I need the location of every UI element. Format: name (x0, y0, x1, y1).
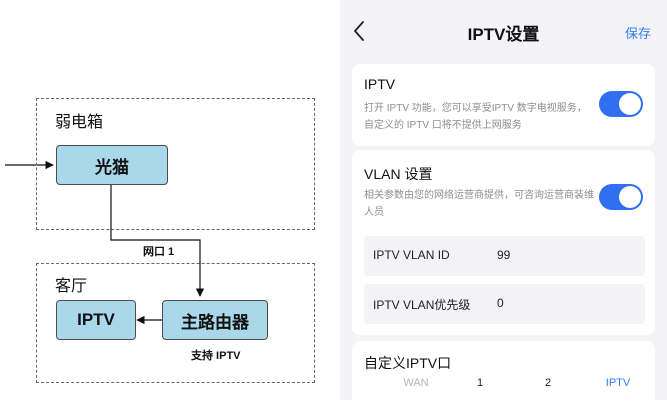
zone-box-top (36, 98, 315, 230)
iptv-card: IPTV 打开 IPTV 功能，您可以享受IPTV 数字电视服务，自定义的 IP… (352, 64, 655, 146)
save-button[interactable]: 保存 (624, 26, 651, 41)
link-label: 网口 1 (143, 246, 175, 258)
vlan-card: VLAN 设置 相关参数由您的网络运营商提供，可咨询运营商装维人员 IPTV V… (352, 150, 655, 335)
vlan-id-row[interactable]: IPTV VLAN ID 99 (364, 236, 645, 276)
port-option-2[interactable]: 2 (544, 377, 552, 389)
toggle-knob (619, 186, 641, 208)
vlan-title: VLAN 设置 (364, 166, 433, 182)
diagram-connectors (5, 160, 205, 325)
vlan-toggle[interactable] (599, 184, 643, 210)
back-button[interactable] (348, 17, 372, 45)
iptv-node: IPTV (56, 300, 136, 340)
port-option-wan[interactable]: WAN (403, 377, 429, 389)
iptv-desc: 打开 IPTV 功能，您可以享受IPTV 数字电视服务，自定义的 IPTV 口将… (364, 103, 587, 131)
chevron-left-icon (354, 21, 364, 41)
zone-box-bottom (36, 263, 315, 383)
nav-bar: IPTV设置 保存 (340, 0, 667, 60)
toggle-knob (619, 93, 641, 115)
vlan-id-label: IPTV VLAN ID (373, 248, 450, 262)
zone-label-top: 弱电箱 (55, 114, 104, 131)
page-title: IPTV设置 (467, 25, 540, 44)
port-option-iptv[interactable]: IPTV (605, 377, 631, 389)
custom-port-title: 自定义IPTV口 (364, 355, 452, 371)
vlan-priority-label: IPTV VLAN优先级 (373, 298, 471, 312)
vlan-id-value: 99 (497, 248, 511, 262)
network-diagram: 弱电箱 光猫 网口 1 客厅 IPTV 主路由器 支持 IPTV (0, 0, 340, 400)
iptv-settings-screen: IPTV设置 保存 IPTV 打开 IPTV 功能，您可以享受IPTV 数字电视… (340, 0, 667, 411)
iptv-toggle[interactable] (599, 91, 643, 117)
vlan-desc: 相关参数由您的网络运营商提供，可咨询运营商装维人员 (364, 190, 594, 218)
zone-label-bottom: 客厅 (55, 278, 88, 295)
custom-port-card: 自定义IPTV口 WAN 1 2 IPTV (352, 341, 655, 411)
iptv-title: IPTV (364, 76, 396, 92)
router-node: 主路由器 (162, 300, 268, 340)
modem-node: 光猫 (56, 145, 168, 185)
port-option-1[interactable]: 1 (476, 377, 484, 389)
vlan-priority-row[interactable]: IPTV VLAN优先级 0 (364, 284, 645, 324)
router-caption: 支持 IPTV (191, 350, 241, 362)
vlan-priority-value: 0 (497, 296, 504, 310)
modem-to-router-line (110, 185, 205, 297)
